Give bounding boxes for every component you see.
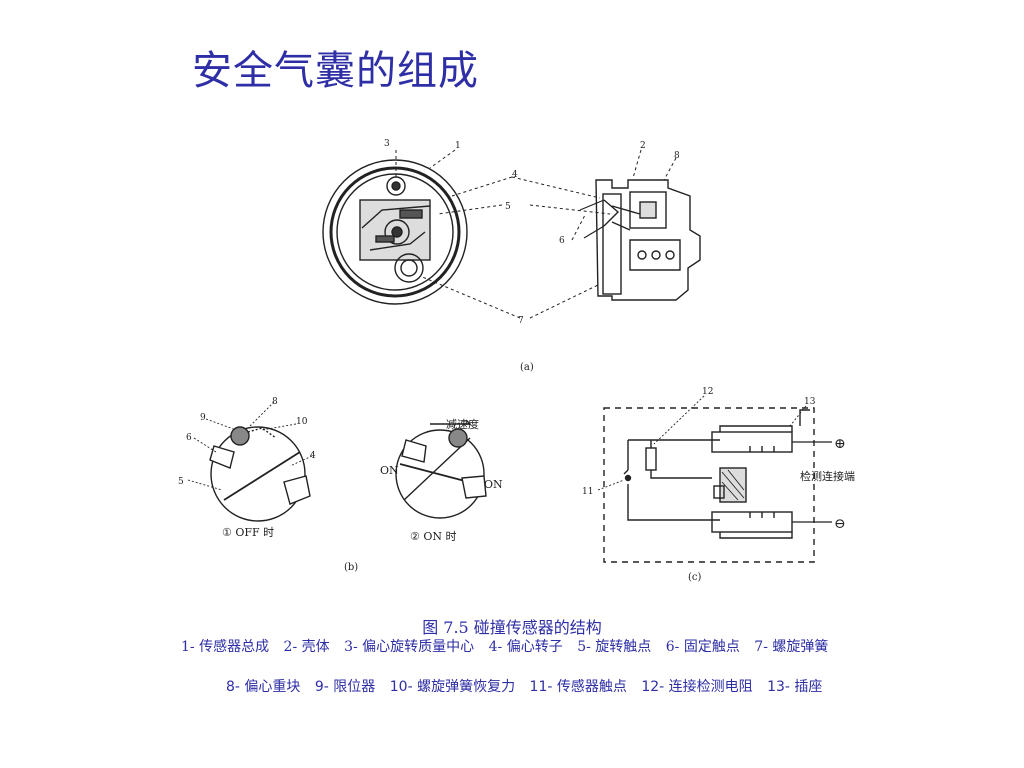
panel-a-leader-lines: [395, 149, 677, 319]
legend-item: 1- 传感器总成: [181, 639, 270, 655]
callout-4b: 4: [310, 451, 316, 461]
legend-item: 8- 偏心重块: [226, 679, 301, 695]
legend-item: 9- 限位器: [314, 679, 376, 695]
plus-terminal-icon: ⊕: [834, 436, 846, 452]
legend-item: 12- 连接检测电阻: [641, 679, 753, 695]
callout-4: 4: [512, 170, 518, 180]
panel-b-off-leaders: [187, 401, 313, 491]
callout-8: 8: [674, 151, 680, 161]
decel-label: 减速度: [446, 417, 479, 431]
panel-a-side-view: [579, 179, 701, 301]
slide-title: 安全气囊的组成: [192, 48, 479, 94]
panel-a-label: (a): [520, 362, 534, 373]
figure-caption: 图 7.5 碰撞传感器的结构: [422, 618, 602, 637]
on-state-label: ② ON 时: [410, 530, 457, 543]
legend-item: 10- 螺旋弹簧恢复力: [389, 679, 516, 695]
panel-b-off-diagram: [209, 426, 311, 522]
callout-3: 3: [384, 139, 390, 149]
callout-2: 2: [640, 141, 646, 151]
legend-item: 4- 偏心转子: [488, 639, 563, 655]
callout-11: 11: [582, 487, 593, 497]
off-state-label: ① OFF 时: [222, 526, 274, 539]
callout-5b: 5: [178, 477, 184, 487]
panel-a-front-view: [322, 159, 468, 305]
legend-item: 7- 螺旋弹簧: [754, 639, 829, 655]
on-left-label: ON: [380, 464, 399, 477]
legend-item: 5- 旋转触点: [577, 639, 652, 655]
callout-13: 13: [804, 397, 816, 407]
legend-item: 11- 传感器触点: [529, 679, 627, 695]
legend-line-2: 8- 偏心重块 9- 限位器 10- 螺旋弹簧恢复力 11- 传感器触点 12-…: [226, 676, 832, 696]
legend-item: 2- 壳体: [283, 639, 330, 655]
on-right-label: ON: [484, 478, 503, 491]
legend-item: 13- 插座: [767, 679, 823, 695]
callout-6: 6: [559, 236, 565, 246]
callout-10: 10: [296, 417, 308, 427]
legend-item: 6- 固定触点: [665, 639, 740, 655]
connector-label: 检测连接端: [800, 469, 855, 483]
callout-5: 5: [505, 202, 511, 212]
callout-9: 9: [200, 413, 206, 423]
panel-c-label: (c): [688, 572, 702, 583]
sensor-structure-figure: 3 1 4 5 6 7 2 8 (a) 9 6 5 8 10 4 ① OFF 时…: [178, 139, 855, 583]
callout-7: 7: [518, 316, 524, 326]
callout-12: 12: [702, 387, 713, 397]
minus-terminal-icon: ⊖: [834, 516, 846, 532]
panel-b-label: (b): [344, 562, 358, 573]
legend-line-1: 1- 传感器总成 2- 壳体 3- 偏心旋转质量中心 4- 偏心转子 5- 旋转…: [181, 636, 838, 656]
callout-6b: 6: [186, 433, 192, 443]
callout-1: 1: [455, 141, 461, 151]
panel-c-circuit: [603, 407, 832, 563]
legend-item: 3- 偏心旋转质量中心: [344, 639, 475, 655]
panel-c-leaders: [597, 395, 807, 491]
callout-8b: 8: [272, 397, 278, 407]
panel-b-on-diagram: [395, 419, 487, 519]
